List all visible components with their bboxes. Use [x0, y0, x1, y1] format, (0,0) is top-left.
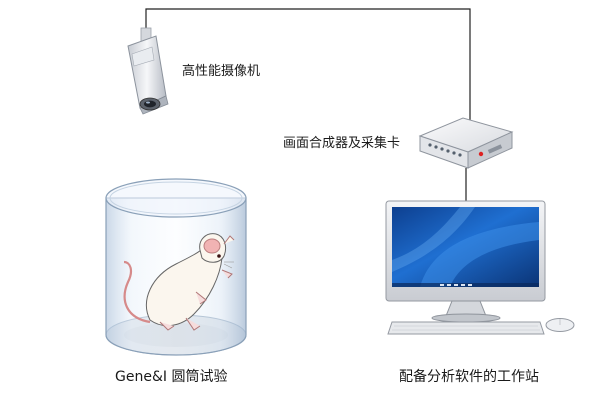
capture-card-icon [418, 117, 514, 169]
camera-label: 高性能摄像机 [182, 64, 261, 79]
mouse-animal-icon [123, 233, 235, 331]
wire-camera-to-mixer [145, 8, 471, 125]
camera-icon [127, 27, 169, 115]
monitor-icon [385, 200, 546, 323]
computer-mouse-icon [545, 318, 575, 332]
capture-card-label: 画面合成器及采集卡 [283, 136, 401, 151]
connection-wires [145, 8, 471, 206]
cylinder-test-label: Gene&I 圆筒试验 [115, 369, 228, 385]
keyboard-icon [387, 321, 545, 335]
workstation-label: 配备分析软件的工作站 [399, 369, 539, 385]
